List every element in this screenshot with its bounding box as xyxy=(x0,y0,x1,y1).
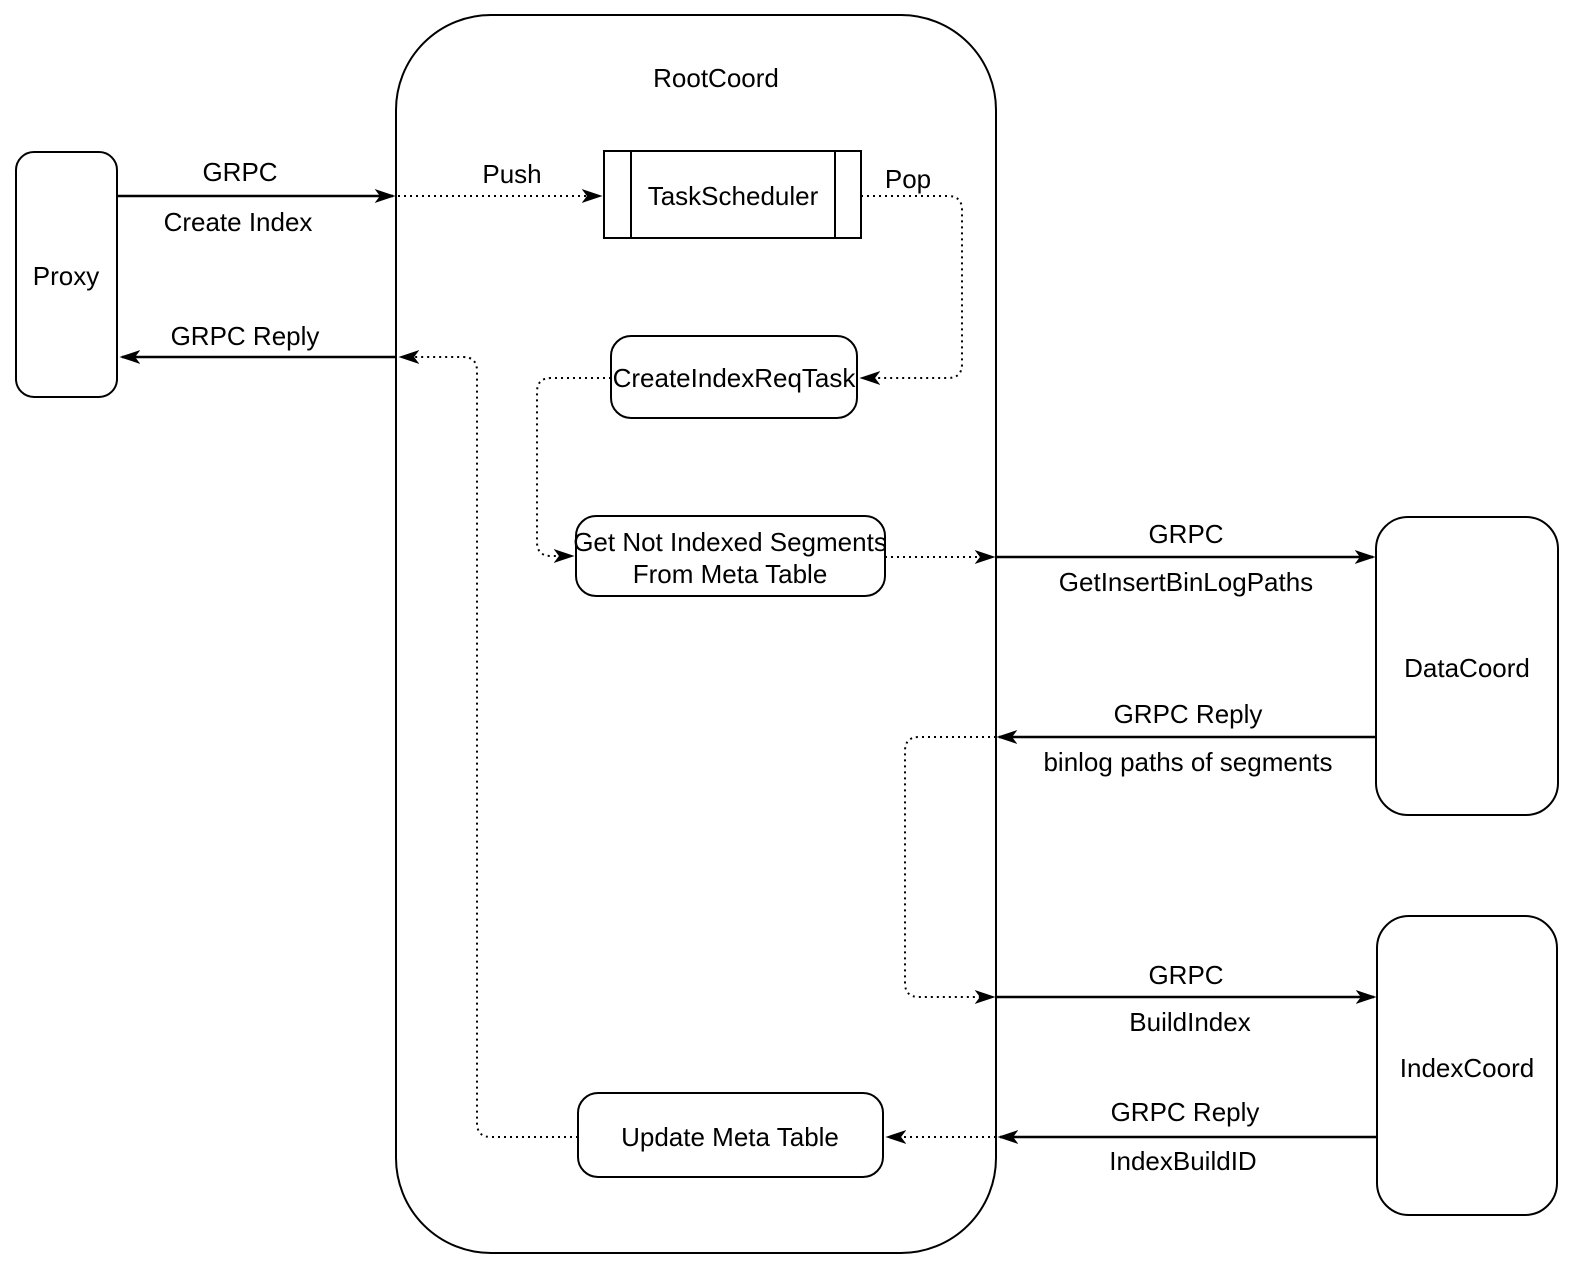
edge-datacoord-to-rootcoord: GRPC Reply binlog paths of segments xyxy=(999,699,1376,777)
get-not-indexed-segments-node: Get Not Indexed Segments From Meta Table xyxy=(573,515,887,597)
edge-update-meta-to-reply-line xyxy=(401,357,578,1138)
task-scheduler-box xyxy=(603,150,862,239)
create-index-req-task-node: CreateIndexReqTask xyxy=(610,335,858,419)
proxy-box xyxy=(15,151,118,398)
create-index-req-task-label: CreateIndexReqTask xyxy=(613,363,857,393)
edge-binlog-to-buildindex-connector xyxy=(904,736,996,997)
datacoord-node: DataCoord xyxy=(1375,516,1559,816)
task-scheduler-node: TaskScheduler xyxy=(603,150,862,239)
indexcoord-box xyxy=(1376,915,1558,1216)
edge-reqtask-to-get-not-indexed-line xyxy=(536,377,611,556)
indexcoord-label: IndexCoord xyxy=(1400,1053,1534,1083)
edge-rootcoord-to-proxy: GRPC Reply xyxy=(122,321,396,357)
edge-rootcoord-to-datacoord-protocol: GRPC xyxy=(1148,519,1223,549)
edge-rootcoord-to-indexcoord: GRPC BuildIndex xyxy=(996,960,1374,1037)
edge-rootcoord-to-indexcoord-message: BuildIndex xyxy=(1129,1007,1250,1037)
edge-pop-label: Pop xyxy=(885,164,931,194)
edge-rootcoord-to-datacoord: GRPC GetInsertBinLogPaths xyxy=(996,519,1373,597)
rootcoord-boundary xyxy=(395,14,997,1254)
edge-rootcoord-to-indexcoord-protocol: GRPC xyxy=(1148,960,1223,990)
proxy-node: Proxy xyxy=(15,151,118,398)
edge-proxy-to-rootcoord-protocol: GRPC xyxy=(202,157,277,187)
edge-binlog-to-buildindex-line xyxy=(904,736,996,997)
task-scheduler-label: TaskScheduler xyxy=(648,181,819,211)
proxy-label: Proxy xyxy=(33,261,99,291)
datacoord-box xyxy=(1375,516,1559,816)
get-not-indexed-segments-label-line2: From Meta Table xyxy=(633,559,828,589)
edge-datacoord-to-rootcoord-message: binlog paths of segments xyxy=(1043,747,1332,777)
edge-push-label: Push xyxy=(482,159,541,189)
edge-rootcoord-to-datacoord-message: GetInsertBinLogPaths xyxy=(1059,567,1313,597)
edge-update-meta-to-reply-connector xyxy=(401,357,578,1138)
edge-reqtask-to-get-not-indexed xyxy=(536,377,611,556)
rootcoord-container: RootCoord xyxy=(395,14,997,1254)
update-meta-table-box xyxy=(577,1092,884,1178)
edge-indexcoord-to-rootcoord-protocol: GRPC Reply xyxy=(1111,1097,1260,1127)
get-not-indexed-segments-label-line1: Get Not Indexed Segments xyxy=(573,527,887,557)
datacoord-label: DataCoord xyxy=(1404,653,1530,683)
rootcoord-label: RootCoord xyxy=(653,63,779,93)
update-meta-table-label: Update Meta Table xyxy=(621,1122,839,1152)
edge-indexcoord-to-rootcoord-message: IndexBuildID xyxy=(1109,1146,1256,1176)
edge-pop-line xyxy=(861,195,963,378)
edge-pop: Pop xyxy=(861,164,963,378)
edge-datacoord-to-rootcoord-protocol: GRPC Reply xyxy=(1114,699,1263,729)
edge-rootcoord-to-proxy-protocol: GRPC Reply xyxy=(171,321,320,351)
edge-indexcoord-to-rootcoord: GRPC Reply IndexBuildID xyxy=(1000,1097,1376,1176)
edge-push: Push xyxy=(398,159,600,196)
indexcoord-node: IndexCoord xyxy=(1376,915,1558,1216)
edge-proxy-to-rootcoord: GRPC Create Index xyxy=(117,157,393,237)
update-meta-table-node: Update Meta Table xyxy=(577,1092,884,1178)
edge-proxy-to-rootcoord-message: Create Index xyxy=(164,207,313,237)
